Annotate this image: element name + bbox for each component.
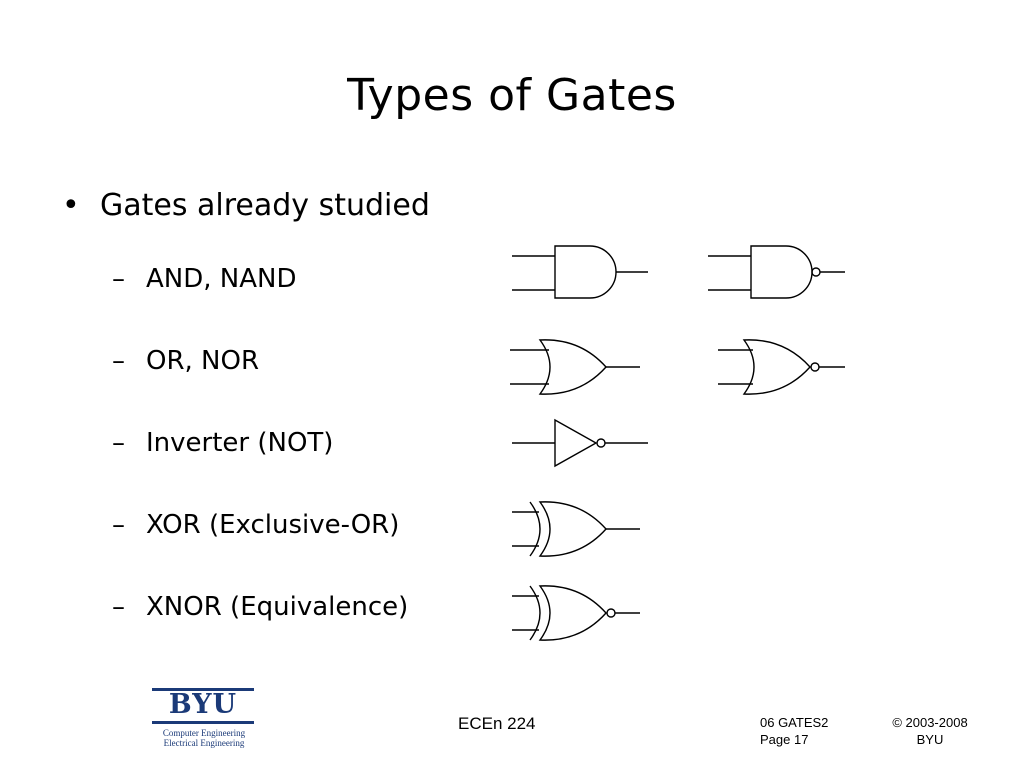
footer-org: BYU <box>916 732 944 747</box>
sub-marker: – <box>112 428 125 458</box>
footer-copyright-years: © 2003-2008 <box>892 715 968 730</box>
bullet-marker: • <box>62 188 80 223</box>
sub-marker: – <box>112 264 125 294</box>
footer-file-name: 06 GATES2 <box>760 715 829 730</box>
logo-line-1: Computer Engineering <box>162 728 246 738</box>
not-gate-icon <box>512 418 648 468</box>
logo-frame <box>152 688 254 724</box>
logo-line-2: Electrical Engineering <box>163 738 245 748</box>
footer-course: ECEn 224 <box>458 714 536 733</box>
slide-title: Types of Gates <box>347 70 677 121</box>
xor-gate-icon <box>512 501 640 557</box>
sub-item-label: XOR (Exclusive-OR) <box>146 510 400 540</box>
sub-item-label: AND, NAND <box>146 264 297 294</box>
nand-gate-icon <box>708 245 845 299</box>
xnor-gate-icon <box>512 585 640 641</box>
nor-gate-icon <box>718 339 845 395</box>
sub-item-label: XNOR (Equivalence) <box>146 592 409 622</box>
and-gate-icon <box>512 245 648 299</box>
or-gate-icon <box>510 339 640 395</box>
sub-marker: – <box>112 510 125 540</box>
bullet-text: Gates already studied <box>100 188 430 223</box>
logo-wordmark: BYU <box>168 689 238 720</box>
byu-logo: BYU Computer Engineering Electrical Engi… <box>152 688 256 752</box>
sub-marker: – <box>112 346 125 376</box>
sub-item-label: OR, NOR <box>146 346 260 376</box>
footer-page-number: Page 17 <box>760 732 809 747</box>
footer-file-info: 06 GATES2 Page 17 <box>760 714 828 748</box>
footer-copyright: © 2003-2008 BYU <box>880 714 980 748</box>
sub-item-label: Inverter (NOT) <box>146 428 334 458</box>
sub-marker: – <box>112 592 125 622</box>
